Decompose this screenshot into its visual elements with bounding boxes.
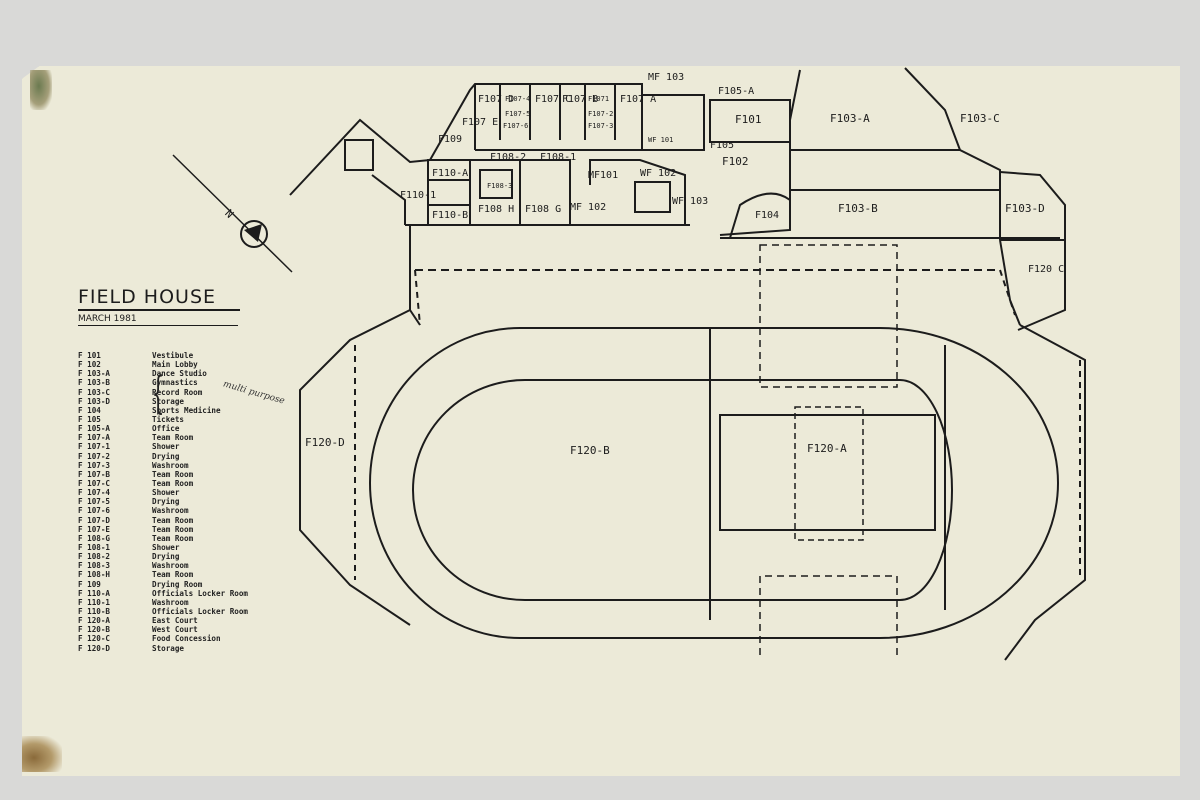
room-label-mf101: MF101 [588, 170, 618, 181]
north-label: N [222, 207, 236, 221]
room-label-f1071: F1071 [588, 95, 609, 103]
room-label-f103c: F103-C [960, 112, 1000, 125]
room-label-f103a: F103-A [830, 112, 870, 125]
room-label-f1082: F108-2 [490, 152, 526, 163]
legend-brace: { [151, 368, 165, 419]
room-label-f107c: F107 C [535, 94, 571, 105]
room-label-f105: F105 [710, 140, 734, 151]
room-label-wf103: WF 103 [672, 196, 708, 207]
room-label-f1074: F107-4 [505, 95, 530, 103]
room-label-wf102: WF 102 [640, 168, 676, 179]
paper-sheet [22, 66, 1180, 776]
courts [719, 244, 936, 655]
room-label-f107a: F107 A [620, 94, 656, 105]
room-label-f109: F109 [438, 134, 462, 145]
room-label-f1072: F107-2 [588, 110, 613, 118]
room-label-f105a: F105-A [718, 86, 754, 97]
room-label-f107d: F107 D [478, 94, 514, 105]
field-walls [299, 225, 1086, 661]
room-label-f110b: F110-B [432, 210, 468, 221]
room-label-mf103: MF 103 [648, 72, 684, 83]
room-label-wf101: WF 101 [648, 136, 673, 144]
room-label-f120c: F120 C [1028, 264, 1064, 275]
room-label-f1083: F108-3 [487, 182, 512, 190]
room-label-f107b: F107 B [562, 94, 598, 105]
room-label-f102: F102 [722, 155, 749, 168]
room-label-f120a: F120-A [807, 442, 847, 455]
north-arrow-icon [172, 154, 293, 273]
room-label-f107e: F107 E [462, 117, 498, 128]
room-label-f108g: F108 G [525, 204, 561, 215]
paper-stain-bottom-left [22, 736, 62, 772]
east-wing [719, 67, 1066, 331]
room-label-f1101: F110-1 [400, 190, 436, 201]
page-title: FIELD HOUSE [78, 286, 240, 311]
room-label-f1081: F108-1 [540, 152, 576, 163]
paper-stain-top-left [30, 70, 52, 110]
room-label-f110a: F110-A [432, 168, 468, 179]
room-label-f1073: F107-3 [588, 122, 613, 130]
title-block: FIELD HOUSE MARCH 1981 [78, 286, 240, 326]
room-label-f103b: F103-B [838, 202, 878, 215]
room-label-mf102: MF 102 [570, 202, 606, 213]
locker-room-block [289, 83, 791, 226]
room-label-f1075: F107-5 [505, 110, 530, 118]
running-track [369, 327, 1059, 639]
room-label-f103d: F103-D [1005, 202, 1045, 215]
room-label-f108h: F108 H [478, 204, 514, 215]
room-label-f1076: F107-6 [503, 122, 528, 130]
room-label-f101: F101 [735, 113, 762, 126]
room-label-f104: F104 [755, 210, 779, 221]
page-subtitle: MARCH 1981 [78, 314, 238, 326]
room-label-f120b: F120-B [570, 444, 610, 457]
room-label-f120d: F120-D [305, 436, 345, 449]
